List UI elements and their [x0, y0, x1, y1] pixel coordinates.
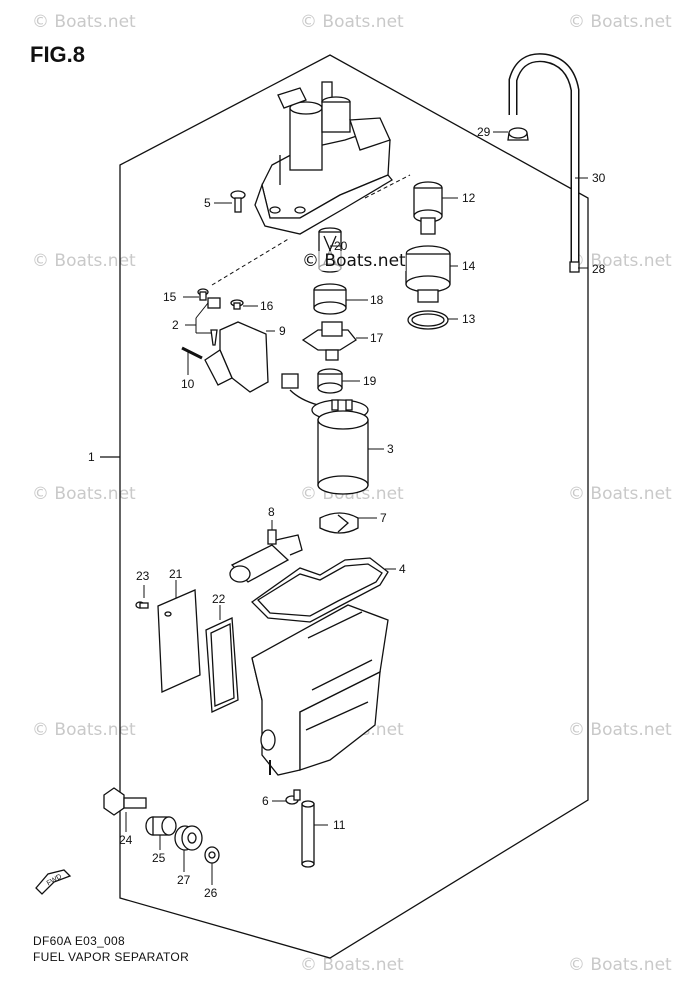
callout-19: 19	[363, 374, 377, 388]
part-18	[313, 283, 347, 315]
fuel-pump-3	[281, 373, 369, 495]
callout-10: 10	[181, 377, 195, 391]
pin-10	[181, 346, 203, 360]
callout-15: 15	[163, 290, 177, 304]
callout-13: 13	[462, 312, 476, 326]
callout-6: 6	[262, 794, 269, 808]
callout-3: 3	[387, 442, 394, 456]
callout-14: 14	[462, 259, 476, 273]
bolt-24	[103, 787, 147, 816]
center-watermark: © Boats.net	[302, 251, 406, 271]
fwd-arrow-icon	[35, 869, 72, 895]
callout-9: 9	[279, 324, 286, 338]
callout-24: 24	[119, 833, 133, 847]
hose-30	[508, 53, 580, 262]
watermark: © Boats.net	[300, 12, 404, 32]
callout-23: 23	[136, 569, 150, 583]
sensor-9	[204, 321, 269, 393]
guide-line	[364, 174, 411, 199]
figure-title: FIG.8	[30, 42, 86, 67]
callout-27: 27	[177, 873, 191, 887]
grommet-19	[317, 368, 343, 394]
plate-21	[157, 589, 201, 693]
gasket-4	[250, 557, 389, 623]
watermark: © Boats.net	[568, 251, 672, 271]
callout-11: 11	[333, 818, 346, 832]
filter-8	[229, 529, 303, 583]
callout-1: 1	[88, 450, 95, 464]
o-ring-13	[407, 310, 449, 330]
watermark: © Boats.net	[568, 955, 672, 975]
screw-5	[230, 190, 246, 213]
gasket-22	[205, 617, 239, 713]
pipe-11	[301, 800, 315, 868]
callout-16: 16	[260, 299, 274, 313]
grommet-27	[174, 825, 203, 851]
callout-22: 22	[212, 592, 226, 606]
callout-26: 26	[204, 886, 218, 900]
o-ring-13-inner	[411, 313, 445, 327]
callout-21: 21	[169, 567, 183, 581]
screw-16	[230, 299, 244, 310]
watermark: © Boats.net	[568, 720, 672, 740]
assembly-outline	[119, 54, 589, 959]
callout-2: 2	[172, 318, 179, 332]
screw-23	[135, 601, 149, 609]
part-2	[207, 297, 221, 346]
callout-28: 28	[592, 262, 606, 276]
callout-12: 12	[462, 191, 476, 205]
callout-18: 18	[370, 293, 384, 307]
watermark: © Boats.net	[568, 12, 672, 32]
callout-30: 30	[592, 171, 606, 185]
bracket-17	[301, 321, 357, 361]
callout-17: 17	[370, 331, 384, 345]
watermark: © Boats.net	[32, 484, 136, 504]
callout-25: 25	[152, 851, 166, 865]
diagram-title: FUEL VAPOR SEPARATOR	[33, 950, 190, 964]
screw-6	[285, 789, 301, 805]
clip-29	[507, 127, 529, 141]
float-chamber	[251, 604, 389, 776]
callout-8: 8	[268, 505, 275, 519]
part-12	[413, 181, 443, 235]
watermark: © Boats.net	[300, 955, 404, 975]
guide-line	[211, 237, 291, 286]
callout-5: 5	[204, 196, 211, 210]
callout-7: 7	[380, 511, 387, 525]
watermark: © Boats.net	[32, 251, 136, 271]
watermark: © Boats.net	[32, 12, 136, 32]
callout-29: 29	[477, 125, 491, 139]
diagram-code: DF60A E03_008	[33, 934, 125, 948]
watermark: © Boats.net	[568, 484, 672, 504]
screw-15	[197, 288, 209, 301]
watermark: © Boats.net	[32, 720, 136, 740]
washer-26	[204, 846, 220, 864]
part-14	[405, 245, 451, 303]
callout-4: 4	[399, 562, 406, 576]
sleeve-25	[145, 816, 177, 836]
callout-20: 20	[334, 239, 348, 253]
part-7	[319, 512, 359, 534]
separator-cover	[254, 81, 393, 235]
